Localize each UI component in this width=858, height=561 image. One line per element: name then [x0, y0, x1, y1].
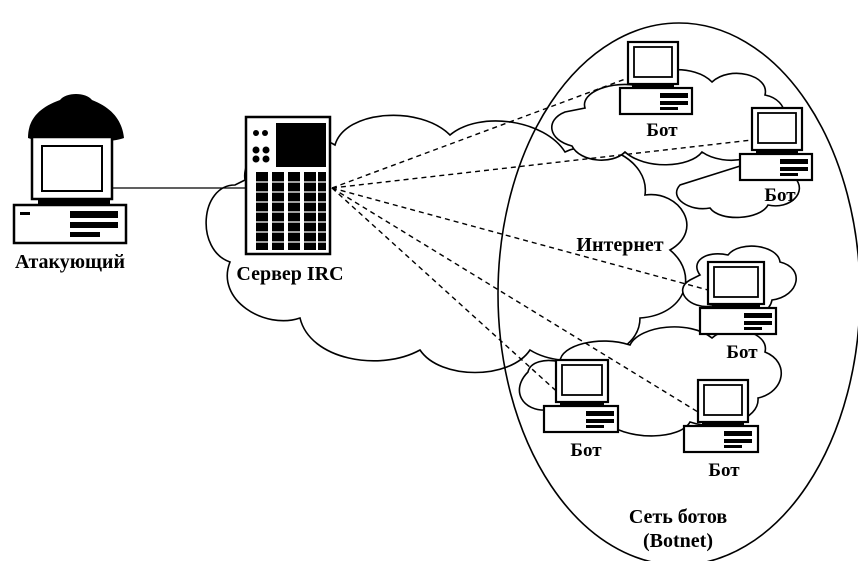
- botnet-label-line1: Сеть ботов: [629, 506, 728, 528]
- bot-1-computer-icon: [618, 40, 694, 116]
- bot-4-computer-icon: [542, 358, 620, 434]
- botnet-ellipse: [497, 22, 858, 561]
- bot-3-label: Бот: [726, 342, 758, 363]
- internet-label: Интернет: [576, 234, 663, 256]
- link-bot-2: [331, 139, 753, 189]
- botnet-label-line2: (Botnet): [643, 530, 713, 552]
- bot-1-label: Бот: [646, 120, 678, 141]
- bot-5-label: Бот: [708, 460, 740, 481]
- link-bot-1: [331, 77, 629, 189]
- irc-server-icon: [244, 115, 332, 256]
- bot-4-label: Бот: [570, 440, 602, 461]
- attacker-label: Атакующий: [15, 251, 125, 273]
- link-bot-3: [331, 187, 709, 291]
- attacker: [12, 94, 128, 245]
- bot-5-computer-icon: [682, 378, 760, 454]
- command-links: [331, 77, 753, 413]
- irc-server-label: Сервер IRC: [236, 263, 343, 285]
- black-hat-icon: [28, 94, 124, 143]
- bot-3-computer-icon: [698, 260, 778, 336]
- bot-2-computer-icon: [738, 106, 814, 182]
- bot-2-label: Бот: [764, 185, 796, 206]
- link-bot-4: [331, 187, 565, 399]
